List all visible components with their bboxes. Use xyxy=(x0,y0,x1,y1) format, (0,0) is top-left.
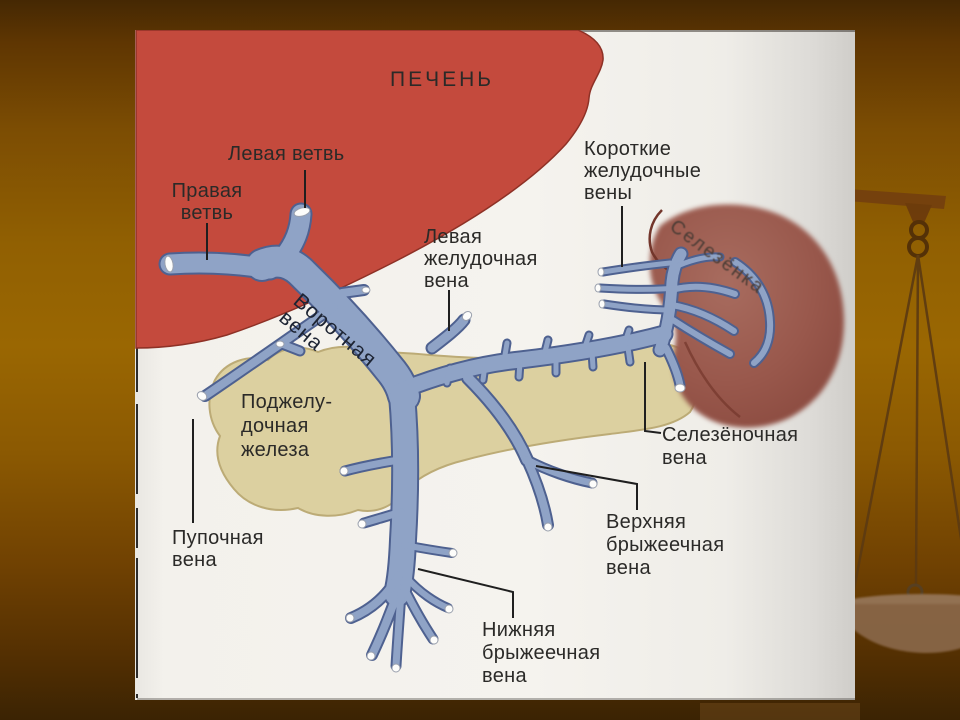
scale-hanger xyxy=(905,203,932,223)
scale-beam-icon xyxy=(848,189,946,209)
label-left-branch: Левая ветвь xyxy=(228,143,345,165)
portal-venous-system xyxy=(160,204,774,670)
superior-mesenteric-vein xyxy=(385,383,418,606)
leader-lines xyxy=(192,170,662,618)
label-liver: ПЕЧЕНЬ xyxy=(390,68,495,91)
short-gastric-vein xyxy=(601,301,674,313)
label-pancreas: Поджелу- дочная железа xyxy=(241,391,333,461)
label-umbilical-vein: Пупочная вена xyxy=(172,527,264,571)
label-right-branch: Правая ветвь xyxy=(171,180,243,224)
spleen-edge xyxy=(683,341,741,418)
umbilical-vein xyxy=(201,303,338,400)
label-left-gastric-vein: Левая желудочная вена xyxy=(424,226,538,292)
label-inferior-mesenteric-vein: Нижняя брыжеечная вена xyxy=(482,619,601,687)
label-short-gastric-veins: Короткие желудочные вены xyxy=(584,138,702,204)
label-splenic-vein: Селезёночная вена xyxy=(662,424,799,469)
short-gastric-vein xyxy=(600,260,673,275)
short-gastric-vein xyxy=(597,284,691,292)
left-gastric-vein xyxy=(427,315,469,353)
portal-vein-trunk xyxy=(247,246,419,411)
label-superior-mesenteric-vein: Верхняя брыжеечная вена xyxy=(606,511,725,579)
bottom-reflection xyxy=(700,703,860,720)
scale-cords xyxy=(850,254,960,601)
scale-pan xyxy=(834,594,960,653)
vein-end-caps xyxy=(164,207,686,673)
